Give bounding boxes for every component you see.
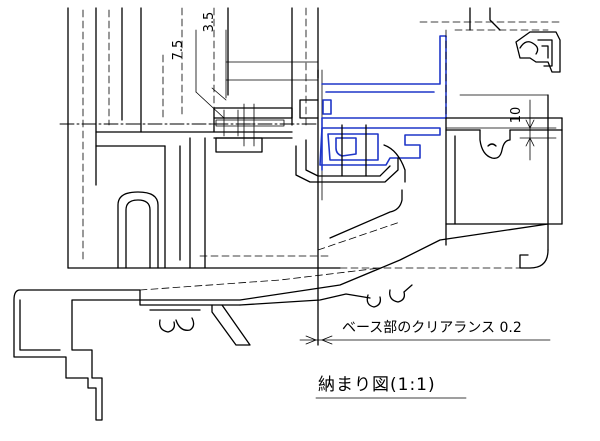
title-label: 納まり図(1:1): [318, 375, 436, 395]
clearance-leader: ベース部のクリアランス 0.2: [299, 320, 551, 345]
upper-members: [162, 7, 319, 153]
highlighted-fitting-profile: [319, 35, 447, 171]
clearance-annotation: ベース部のクリアランス 0.2: [342, 320, 522, 336]
dimension-label-10: 10: [509, 107, 524, 124]
dimension-label-7-5: 7.5: [171, 40, 186, 61]
dimension-7.5: 7.5: [171, 29, 255, 137]
left-frame-profile: [59, 7, 341, 269]
dimension-10: 10: [445, 99, 557, 161]
base-sill-profile: [13, 189, 549, 421]
drawing-title: 納まり図(1:1): [315, 375, 467, 399]
right-frame-profile: [419, 7, 563, 269]
center-reference-line: [317, 69, 323, 346]
dimension-3.5: 3.5: [202, 12, 319, 101]
dimension-label-3-5: 3.5: [202, 12, 217, 33]
frame-profile-around-fitting: [295, 99, 406, 183]
